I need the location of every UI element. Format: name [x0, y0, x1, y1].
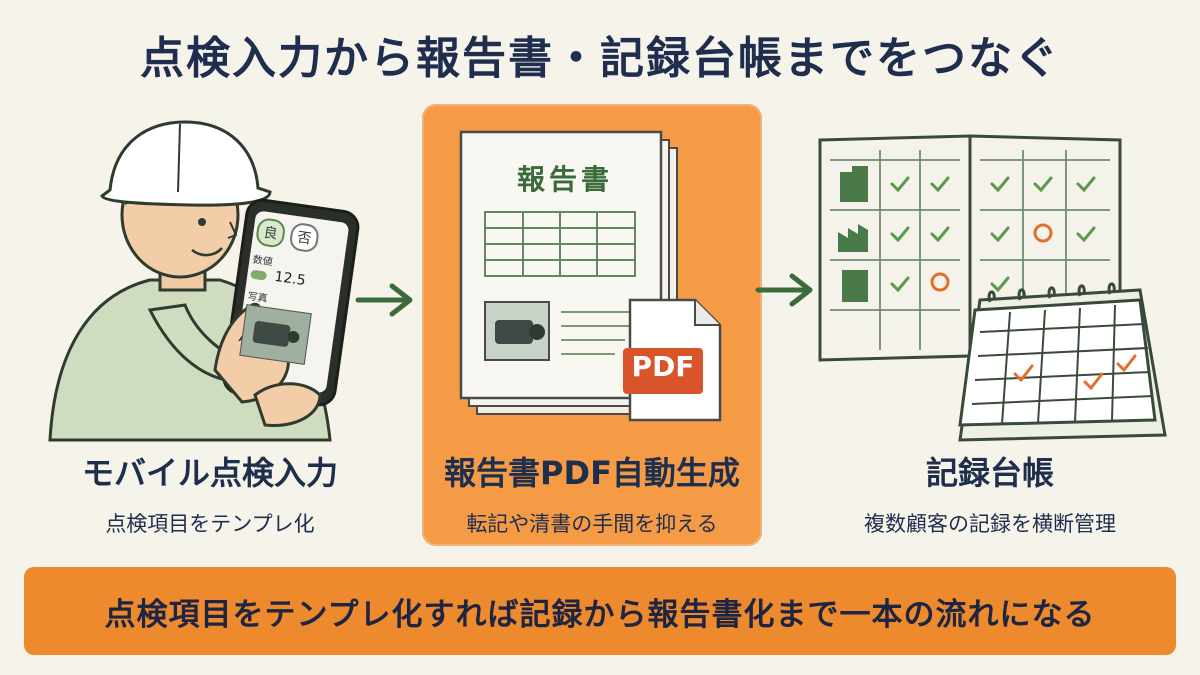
check-icon — [1033, 176, 1053, 193]
column-subtitle-report: 転記や清書の手間を抑える — [466, 512, 718, 536]
worker-illustration — [48, 120, 360, 442]
check-icon — [990, 276, 1010, 293]
ok-button[interactable]: 良 — [254, 217, 287, 249]
pdf-file-icon — [623, 298, 722, 422]
value-display[interactable]: 12.5 — [273, 268, 307, 290]
check-icon — [990, 226, 1010, 243]
factory-icon — [838, 224, 868, 252]
check-icon — [890, 276, 910, 293]
column-subtitle-mobile: 点検項目をテンプレ化 — [105, 512, 315, 536]
column-title-ledger: 記録台帳 — [925, 454, 1054, 492]
report-heading: 報告書 — [516, 163, 613, 196]
check-icon — [990, 176, 1010, 193]
motor-photo-icon[interactable] — [239, 304, 312, 365]
arrow-right-icon — [355, 283, 413, 317]
check-icon — [890, 226, 910, 243]
calendar-icon — [958, 282, 1167, 442]
ng-button[interactable]: 否 — [288, 221, 321, 254]
arrow-right-icon — [755, 273, 813, 307]
ledger-illustration — [818, 134, 1167, 442]
summary-banner: 点検項目をテンプレ化すれば記録から報告書化まで一本の流れになる — [24, 567, 1176, 655]
report-illustration — [459, 130, 722, 422]
circle-mark-icon — [930, 272, 950, 292]
check-icon — [930, 226, 950, 243]
summary-text: 点検項目をテンプレ化すれば記録から報告書化まで一本の流れになる — [104, 596, 1096, 633]
helmet-icon — [100, 120, 272, 207]
check-icon — [1076, 176, 1096, 193]
building-icon — [842, 270, 868, 302]
page-title: 点検入力から報告書・記録台帳までをつなぐ — [140, 33, 1060, 84]
column-subtitle-ledger: 複数顧客の記録を横断管理 — [864, 512, 1116, 536]
circle-mark-icon — [1033, 223, 1053, 243]
check-icon — [1076, 226, 1096, 243]
check-icon — [930, 176, 950, 193]
check-icon — [890, 176, 910, 193]
motor-photo-icon — [484, 301, 550, 361]
toggle-icon[interactable] — [250, 269, 268, 281]
pdf-label: PDF — [631, 350, 695, 383]
column-title-report: 報告書PDF自動生成 — [444, 454, 740, 492]
column-title-mobile: モバイル点検入力 — [81, 454, 338, 492]
building-icon — [840, 166, 868, 202]
